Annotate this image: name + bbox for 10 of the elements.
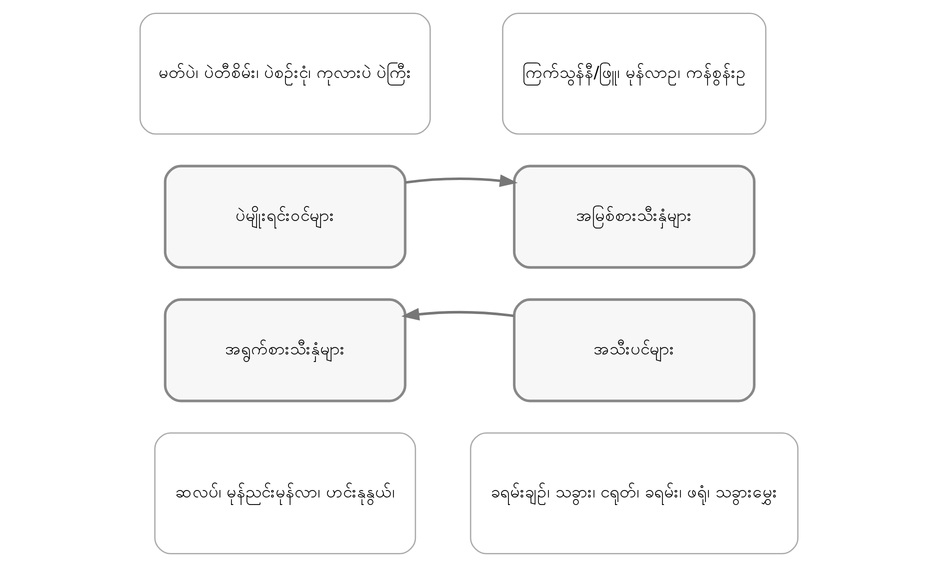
node-box: အရွက်စားသီးနှံများ — [164, 298, 406, 402]
node-box: ဆလပ်၊ မုန်ညင်းမုန်လာ၊ ဟင်းနုနွယ်၊ — [154, 432, 416, 554]
node-box: မတ်ပဲ၊ ပဲတီစိမ်း၊ ပဲစဉ်းငုံ၊ ကုလားပဲ ပဲကြီး — [140, 12, 431, 135]
node-box: အသီးပင်များ — [512, 298, 756, 402]
arrow — [404, 174, 518, 187]
node-box: ကြက်သွန်နီ/ဖြူ၊ မုန်လာဥ၊ ကန်စွန်းဥ — [502, 12, 766, 135]
node-box: ပဲမျိုးရင်းဝင်များ — [164, 164, 406, 269]
node-box: ခရမ်းချဉ်၊ သခွား၊ ငရုတ်၊ ခရမ်း၊ ဖရုံ၊ သခွားမွှေး — [470, 432, 798, 554]
arrow — [401, 308, 514, 320]
node-box: အမြစ်စားသီးနှံများ — [512, 164, 756, 269]
